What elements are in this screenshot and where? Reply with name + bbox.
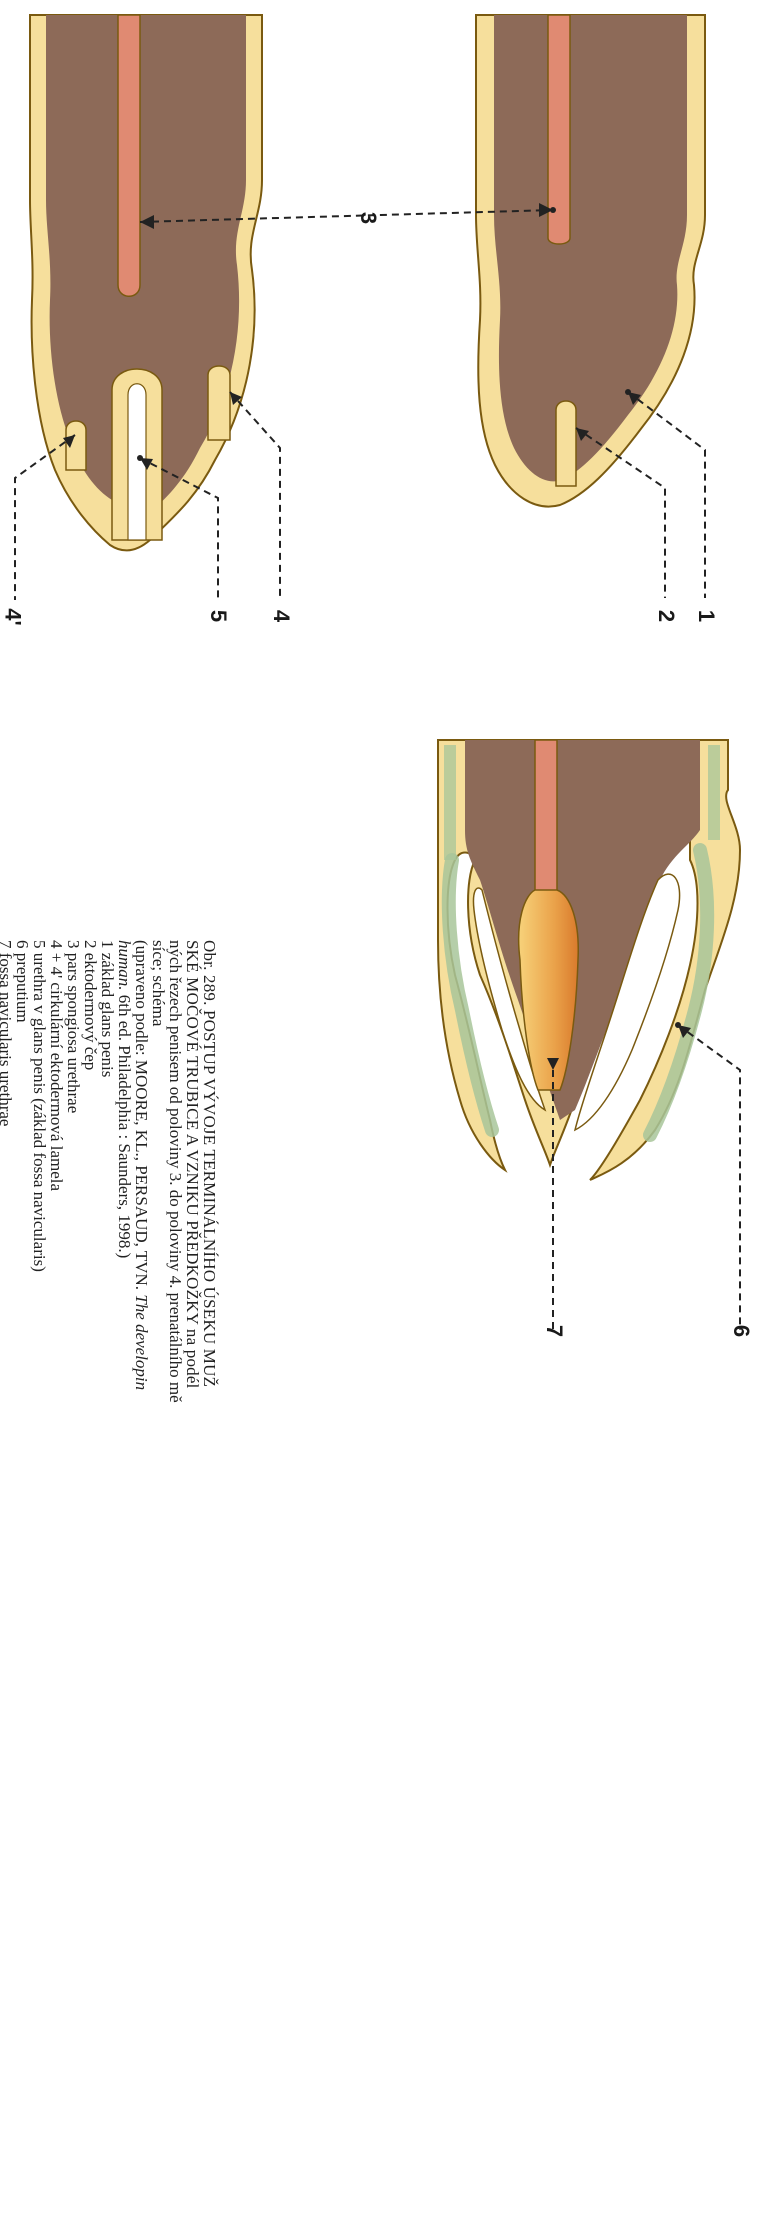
stage-3-urethra bbox=[535, 740, 557, 895]
label-1: 1 bbox=[693, 610, 719, 622]
stage-1-glans-core bbox=[494, 15, 687, 481]
label-4prime: 4' bbox=[0, 608, 26, 625]
caption-title-line3: ných řezech penisem od poloviny 3. do po… bbox=[167, 940, 184, 2240]
stage-2-section bbox=[30, 15, 262, 550]
leader-4 bbox=[230, 392, 280, 598]
legend-item-4: 4 + 4' cirkulární ektodermová lamela bbox=[48, 940, 65, 2240]
dot-6 bbox=[675, 1022, 681, 1028]
caption-source-post: 6th ed. Philadelphia : Saunders, 1998.) bbox=[115, 991, 134, 1259]
label-4: 4 bbox=[268, 610, 294, 622]
caption-source-line1: (upraveno podle: MOORE, KL., PERSAUD, TV… bbox=[133, 940, 150, 2240]
label-6: 6 bbox=[728, 1325, 754, 1337]
stage-2-urethra bbox=[118, 15, 140, 296]
caption-title-line2-main: SKÉ MOČOVÉ TRUBICE A VZNIKU PŘEDKOŽKY bbox=[183, 940, 202, 1324]
stage-2-lamella-4 bbox=[208, 366, 230, 440]
caption-title-line2: SKÉ MOČOVÉ TRUBICE A VZNIKU PŘEDKOŽKY na… bbox=[184, 940, 201, 2240]
legend-item-5: 5 urethra v glans penis (základ fossa na… bbox=[31, 940, 48, 2240]
caption-source-ital: The developin bbox=[132, 1294, 151, 1390]
caption-title-line1: Obr. 289. POSTUP VÝVOJE TERMINÁLNÍHO ÚSE… bbox=[201, 940, 218, 2240]
label-2: 2 bbox=[653, 610, 679, 622]
stage-1-section bbox=[476, 15, 705, 507]
legend-item-1: 1 základ glans penis bbox=[99, 940, 116, 2240]
legend-item-3: 3 pars spongiosa urethrae bbox=[65, 940, 82, 2240]
caption-title-line2-tail: na podél bbox=[183, 1324, 202, 1388]
legend-item-7: 7 fossa navicularis urethrae bbox=[0, 940, 14, 2240]
label-3: 3 bbox=[355, 212, 381, 224]
label-5: 5 bbox=[205, 610, 231, 622]
stage-3-section bbox=[438, 740, 740, 1180]
caption-source-line2: human. 6th ed. Philadelphia : Saunders, … bbox=[116, 940, 133, 2240]
label-7: 7 bbox=[541, 1325, 567, 1337]
caption-title-line4: síce; schéma bbox=[150, 940, 167, 2240]
leader-6 bbox=[678, 1025, 740, 1330]
caption-source-pre: (upraveno podle: MOORE, KL., PERSAUD, TV… bbox=[132, 940, 151, 1294]
legend-item-2: 2 ektodermový čep bbox=[82, 940, 99, 2240]
dot-5 bbox=[137, 455, 143, 461]
stage-1-ectodermal-plug bbox=[556, 401, 576, 486]
figure-caption: Obr. 289. POSTUP VÝVOJE TERMINÁLNÍHO ÚSE… bbox=[48, 940, 218, 2240]
dot-3-right bbox=[550, 207, 556, 213]
legend-item-6: 6 preputium bbox=[14, 940, 31, 2240]
dot-1 bbox=[625, 389, 631, 395]
caption-source-ital2: human. bbox=[115, 940, 134, 991]
